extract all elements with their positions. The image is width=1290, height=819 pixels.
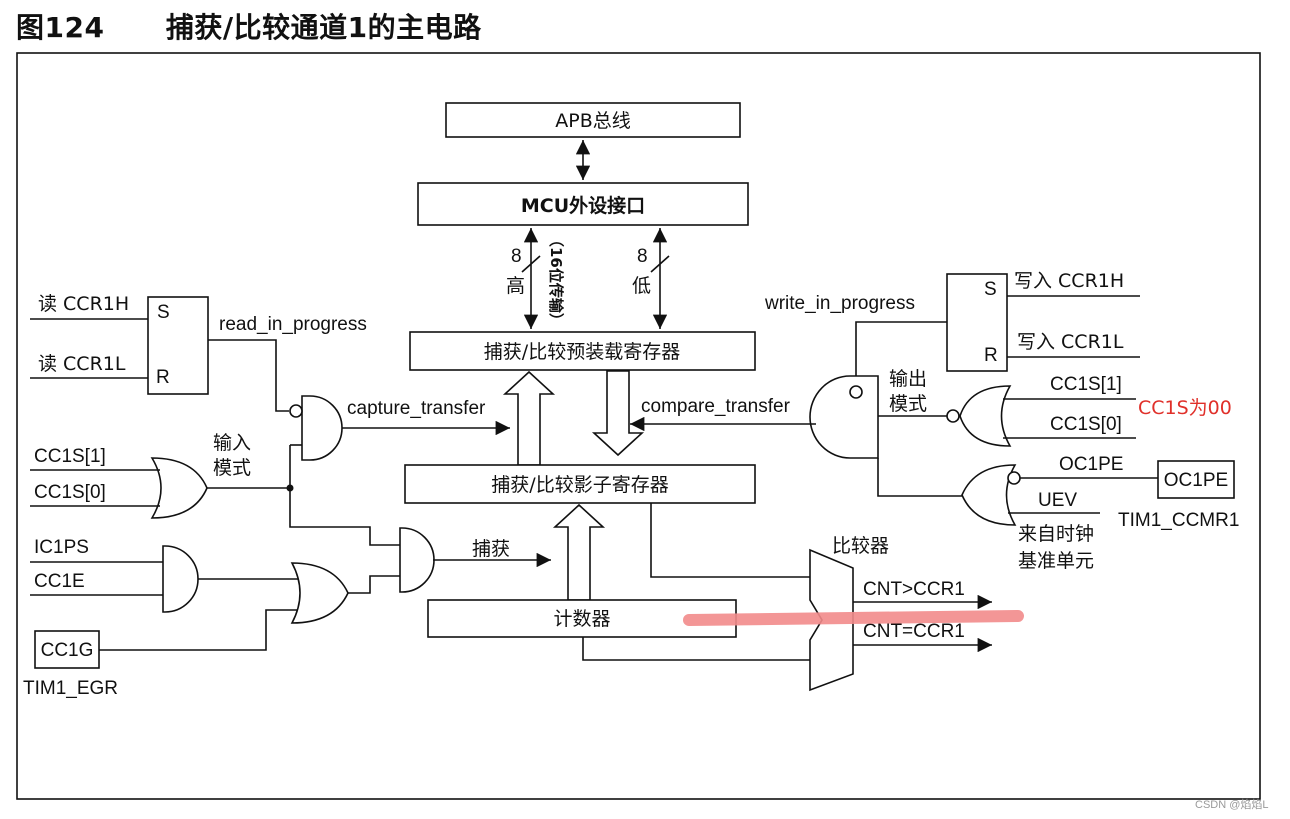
shadow-register-block: 捕获/比较影子寄存器 <box>404 464 756 504</box>
input-mode-label-2: 模式 <box>213 457 251 479</box>
cc1e-label: CC1E <box>34 571 85 592</box>
capture-transfer-label: capture_transfer <box>347 398 486 419</box>
svg-text:计数器: 计数器 <box>553 608 610 630</box>
output-mode-nor-gate <box>959 385 1012 447</box>
oc1pe-register: OC1PE <box>1157 460 1235 499</box>
bus-high-width: 8 <box>511 246 522 267</box>
ic1ps-cc1e-and-gate <box>162 545 199 613</box>
watermark: CSDN @焰焰L <box>1195 797 1269 811</box>
cc1s0-left-label: CC1S[0] <box>34 482 106 503</box>
capture-and-gate <box>301 395 343 461</box>
preload-enable-or-gate <box>961 464 1017 526</box>
cnt-gt-ccr1-label: CNT>CCR1 <box>863 579 965 600</box>
svg-text:S: S <box>157 302 170 323</box>
read-in-progress-label: read_in_progress <box>219 314 367 335</box>
mcu-interface-block: MCU外设接口 <box>417 182 749 226</box>
svg-text:捕获/比较预装载寄存器: 捕获/比较预装载寄存器 <box>484 341 680 363</box>
cnt-eq-ccr1-label: CNT=CCR1 <box>863 621 965 642</box>
bus-high-label: 高 <box>506 275 525 297</box>
cc1s1-right-label: CC1S[1] <box>1050 374 1122 395</box>
bus-low-label: 低 <box>632 275 651 297</box>
read-sr-latch: S R <box>147 296 209 395</box>
svg-text:CC1G: CC1G <box>41 640 94 661</box>
svg-text:OC1PE: OC1PE <box>1164 470 1228 491</box>
bus-note: （16位传输） <box>547 232 565 328</box>
input-mode-or-gate <box>150 457 208 519</box>
compare-transfer-label: compare_transfer <box>641 396 791 417</box>
capture-enable-and-gate <box>399 527 435 593</box>
compare-down-hollow-arrow <box>591 370 645 457</box>
capture-or-gate <box>290 562 349 624</box>
input-mode-label-1: 输入 <box>213 432 251 454</box>
svg-text:S: S <box>984 279 997 300</box>
read-ccr1h-label: 读 CCR1H <box>38 293 129 315</box>
comparator-label: 比较器 <box>832 535 889 557</box>
tim1-egr-label: TIM1_EGR <box>23 678 118 699</box>
from-timebase-label-2: 基准单元 <box>1018 550 1094 572</box>
tim1-ccmr1-label: TIM1_CCMR1 <box>1118 510 1239 531</box>
diagram-frame <box>16 52 1261 800</box>
svg-text:APB总线: APB总线 <box>555 110 631 132</box>
ic1ps-label: IC1PS <box>34 537 89 558</box>
svg-text:R: R <box>156 367 170 388</box>
cc1s1-left-label: CC1S[1] <box>34 446 106 467</box>
figure-title: 图124 捕获/比较通道1的主电路 <box>16 11 482 44</box>
write-ccr1h-label: 写入 CCR1H <box>1014 270 1124 292</box>
svg-text:R: R <box>984 345 998 366</box>
write-in-progress-label: write_in_progress <box>764 293 915 314</box>
read-ccr1l-label: 读 CCR1L <box>38 353 126 375</box>
svg-text:MCU外设接口: MCU外设接口 <box>521 194 645 217</box>
cc1g-register: CC1G <box>34 630 100 669</box>
oc1pe-signal-label: OC1PE <box>1059 454 1123 475</box>
compare-and-gate <box>809 375 879 459</box>
svg-text:捕获/比较影子寄存器: 捕获/比较影子寄存器 <box>491 474 668 496</box>
apb-bus-block: APB总线 <box>445 102 741 138</box>
write-sr-latch: S R <box>946 273 1008 372</box>
output-mode-label-1: 输出 <box>889 368 927 390</box>
output-mode-label-2: 模式 <box>889 393 927 415</box>
write-ccr1l-label: 写入 CCR1L <box>1017 331 1124 353</box>
cc1s-annotation: CC1S为00 <box>1138 397 1232 419</box>
capture-up-hollow-arrow <box>502 370 556 466</box>
highlight-stroke <box>683 610 1024 626</box>
capture-label: 捕获 <box>472 538 510 560</box>
counter-to-shadow-hollow-arrow <box>552 503 606 601</box>
preload-register-block: 捕获/比较预装载寄存器 <box>409 331 756 371</box>
cc1s0-right-label: CC1S[0] <box>1050 414 1122 435</box>
bus-low-width: 8 <box>637 246 648 267</box>
from-timebase-label-1: 来自时钟 <box>1018 523 1094 545</box>
uev-label: UEV <box>1038 490 1077 511</box>
